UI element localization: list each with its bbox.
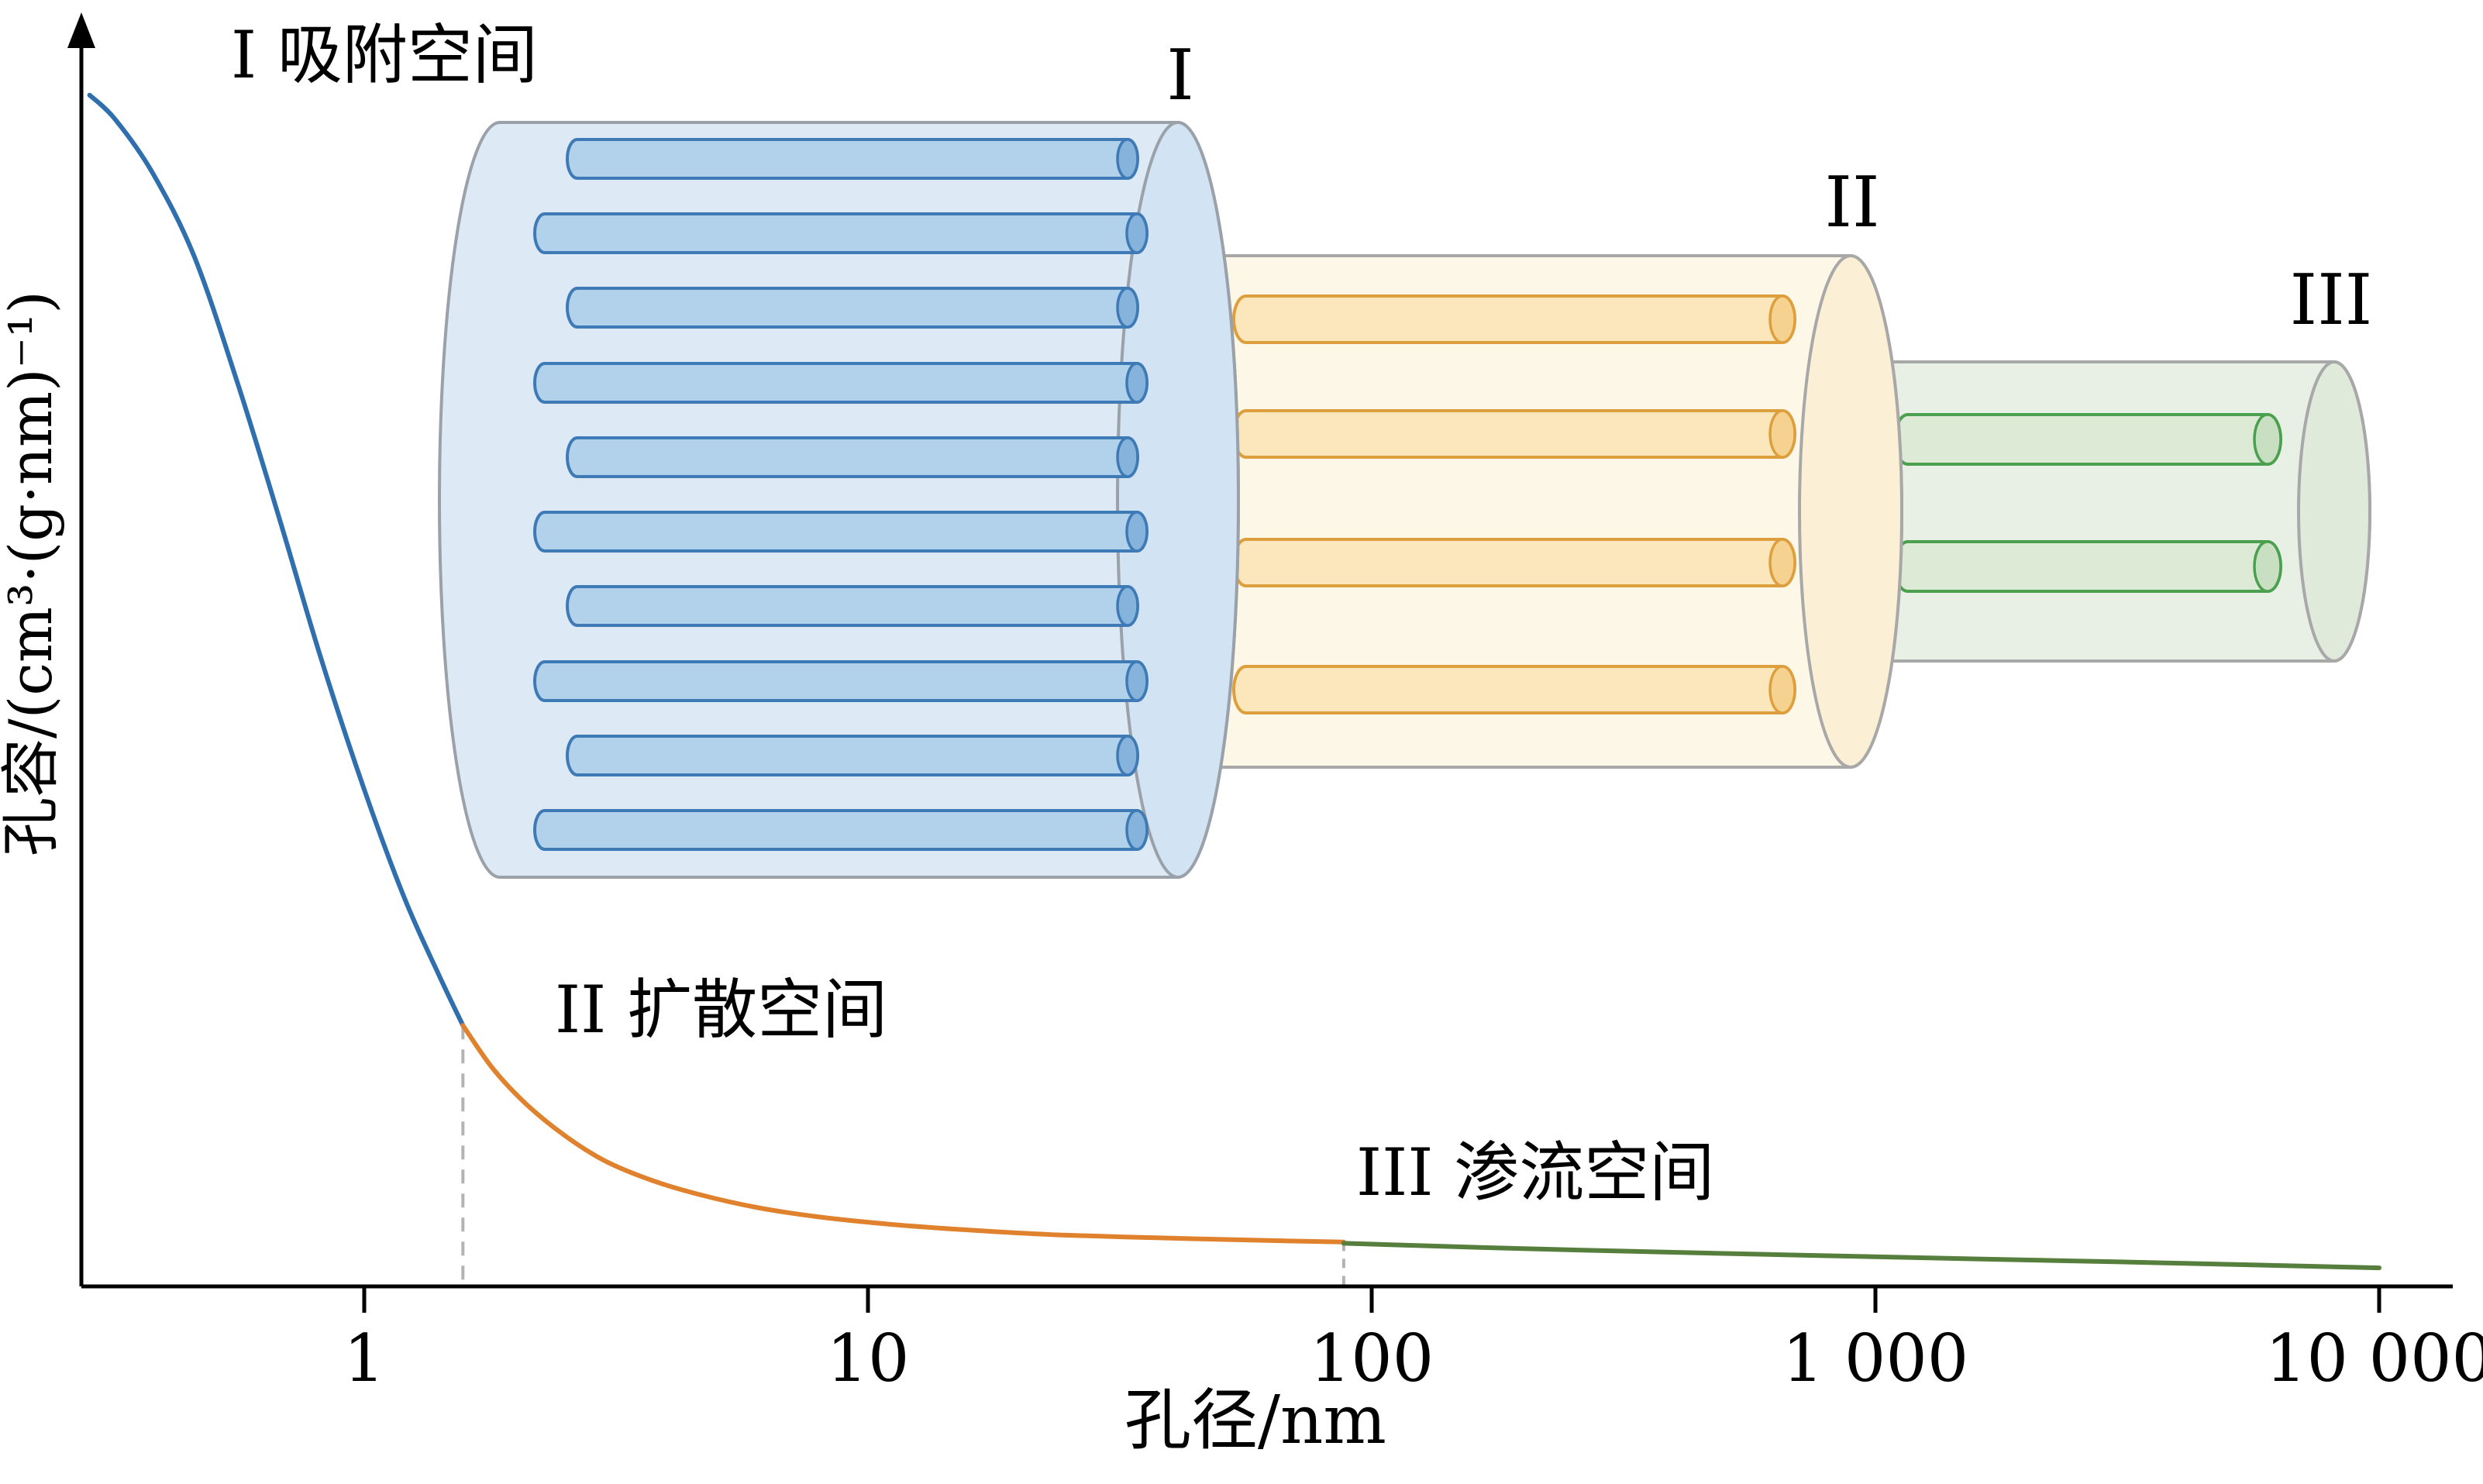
- pore-tube: [533, 362, 1149, 404]
- region-1-annotation: I 吸附空间: [231, 17, 538, 93]
- pore-tube-cap: [1125, 809, 1149, 851]
- pore-tube: [566, 287, 1139, 329]
- x-tick-label: 1: [343, 1320, 384, 1396]
- pore-tube-cap: [2253, 413, 2282, 466]
- pore-tube: [566, 585, 1139, 627]
- pore-tube: [1893, 413, 2282, 466]
- cylinder-end-cap: [1798, 254, 1903, 769]
- pore-tube: [566, 138, 1139, 180]
- cylinder-2-numeral: II: [1824, 162, 1879, 243]
- y-axis-label: 孔容/(cm³·(g·nm)⁻¹): [0, 291, 65, 856]
- pore-tube-cap: [2253, 540, 2282, 593]
- pore-tube: [533, 660, 1149, 702]
- pore-tube: [566, 436, 1139, 478]
- pore-tube-cap: [1768, 538, 1796, 587]
- cylinder-III: [1848, 360, 2371, 663]
- pore-tube-cap: [1125, 362, 1149, 404]
- region-3-annotation: III 渗流空间: [1356, 1135, 1714, 1210]
- pore-tube: [1893, 540, 2282, 593]
- x-axis-label: 孔径/nm: [1124, 1382, 1386, 1459]
- pore-tube-cap: [1768, 665, 1796, 714]
- x-tick-label: 1 000: [1782, 1320, 1968, 1396]
- pore-tube: [533, 212, 1149, 254]
- axes: [67, 12, 2453, 1289]
- pore-tube-cap: [1116, 735, 1139, 776]
- region-boundary-lines: [461, 1025, 1345, 1286]
- cylinder-1-numeral: I: [1166, 35, 1194, 116]
- pore-tube: [533, 809, 1149, 851]
- pore-tube-cap: [1116, 138, 1139, 180]
- pore-tube: [1232, 294, 1796, 344]
- pore-tube: [1232, 409, 1796, 459]
- pore-tube: [566, 735, 1139, 776]
- curve-region-3: [1341, 1241, 2381, 1271]
- curve-region-2: [460, 1023, 1346, 1245]
- pore-cylinder-illustrations: [438, 121, 2371, 879]
- x-tick-label: 100: [1310, 1320, 1434, 1396]
- pore-tube-cap: [1125, 511, 1149, 553]
- pore-tube-cap: [1116, 585, 1139, 627]
- pore-tube-cap: [1768, 294, 1796, 344]
- y-axis-arrow-icon: [67, 12, 95, 48]
- cylinder-I: [438, 121, 1240, 879]
- curve-series: [87, 92, 2381, 1271]
- pore-tube-cap: [1768, 409, 1796, 459]
- x-ticks: 1 10 100 1 000 10 000: [343, 1286, 2483, 1396]
- pore-tube: [1232, 538, 1796, 587]
- cylinder-3-numeral: III: [2290, 260, 2373, 341]
- pore-tube: [1232, 665, 1796, 714]
- pore-tube-cap: [1125, 212, 1149, 254]
- cylinder-body: [1848, 360, 2371, 663]
- cylinder-end-cap: [2297, 360, 2371, 663]
- pore-tube-cap: [1116, 436, 1139, 478]
- cylinder-II: [1160, 254, 1903, 769]
- region-2-annotation: II 扩散空间: [555, 972, 887, 1048]
- x-tick-label: 10: [827, 1320, 910, 1396]
- pore-tube-cap: [1125, 660, 1149, 702]
- pore-tube-cap: [1116, 287, 1139, 329]
- x-tick-label: 10 000: [2265, 1320, 2483, 1396]
- curve-region-1: [87, 92, 466, 1028]
- pore-tube: [533, 511, 1149, 553]
